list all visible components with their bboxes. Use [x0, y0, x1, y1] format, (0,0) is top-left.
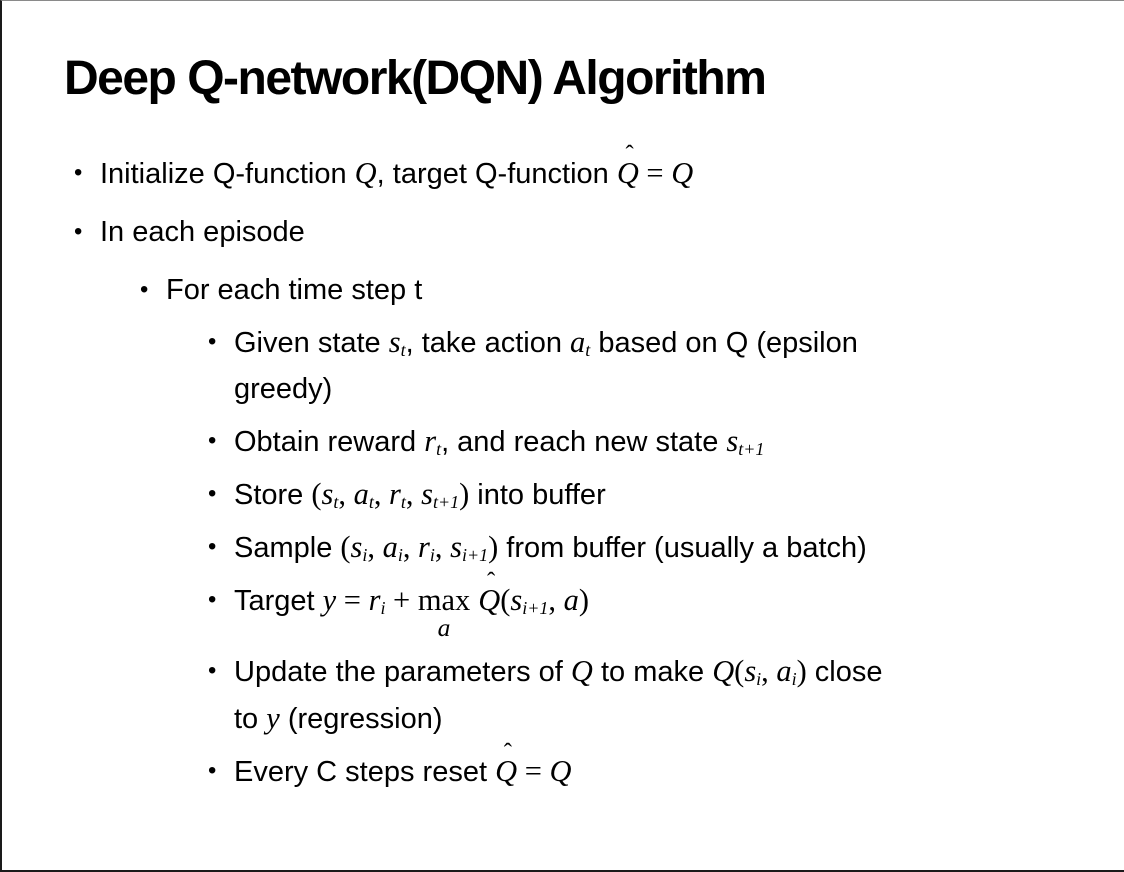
bullet-marker-icon: •: [208, 480, 217, 507]
bullet-text: Update the parameters of Q to make Q(si,…: [234, 654, 883, 735]
bullet-text: Initialize Q-function Q, target Q-functi…: [100, 140, 693, 197]
bullet-item: • Obtain reward rt, and reach new state s…: [2, 418, 1124, 465]
bullet-text: Obtain reward rt, and reach new state st…: [234, 424, 765, 459]
bullet-marker-icon: •: [74, 159, 83, 186]
bullet-text: For each time step t: [166, 274, 423, 306]
bullet-marker-icon: •: [208, 427, 217, 454]
bullet-marker-icon: •: [208, 328, 217, 355]
bullet-marker-icon: •: [208, 657, 217, 684]
bullet-item: • Store (st, at, rt, st+1) into buffer: [2, 471, 1124, 518]
bullet-item: • Initialize Q-function Q, target Q-funct…: [2, 140, 1124, 197]
bullet-marker-icon: •: [74, 218, 83, 245]
bullet-text: In each episode: [100, 216, 305, 248]
bullet-text: Given state st, take action at based on …: [234, 325, 858, 405]
bullet-marker-icon: •: [208, 533, 217, 560]
bullet-item: • For each time step t: [2, 267, 1124, 313]
bullet-marker-icon: •: [208, 586, 217, 613]
bullet-item: • Given state st, take action at based on…: [2, 319, 1124, 412]
bullet-marker-icon: •: [140, 276, 149, 303]
bullet-item: • Update the parameters of Q to make Q(si…: [2, 648, 1124, 742]
bullet-list: • Initialize Q-function Q, target Q-funct…: [2, 140, 1124, 795]
bullet-text: Store (st, at, rt, st+1) into buffer: [234, 477, 606, 512]
page-title: Deep Q-network(DQN) Algorithm: [64, 52, 767, 105]
bullet-marker-icon: •: [208, 757, 217, 784]
bullet-text: Sample (si, ai, ri, si+1) from buffer (u…: [234, 530, 867, 565]
bullet-item: • In each episode: [2, 209, 1124, 255]
bullet-item: • Sample (si, ai, ri, si+1) from buffer (…: [2, 524, 1124, 571]
